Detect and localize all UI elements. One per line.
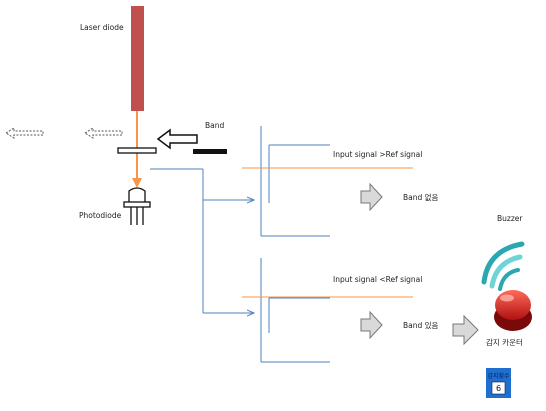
input-lt-ref-label: Input signal <Ref signal [333, 275, 422, 284]
buzzer-label: Buzzer [497, 214, 523, 223]
comparator-lower [260, 258, 330, 363]
photodiode-label: Photodiode [79, 211, 122, 220]
input-gt-ref-label: Input signal >Ref signal [333, 150, 422, 159]
band-label: Band [205, 121, 224, 130]
counter-value: 6 [496, 384, 501, 393]
result-arrow-present [360, 310, 383, 340]
to-buzzer-arrow [452, 314, 479, 346]
band-motion-arrow-far [5, 127, 44, 139]
band-plate [117, 147, 157, 154]
buzzer-icon [481, 241, 532, 331]
signal-lines [150, 168, 254, 313]
counter-title: 감지횟수 [487, 372, 510, 380]
band-motion-arrow-near [84, 127, 123, 139]
detect-counter-display: 감지횟수 6 [486, 368, 511, 398]
band-direction-arrow [156, 128, 198, 150]
laser-diode-label: Laser diode [80, 23, 124, 32]
detect-counter-label: 감지 카운터 [486, 337, 523, 347]
laser-beam-arrowhead [132, 178, 142, 188]
result-arrow-absent [360, 182, 383, 212]
band-present-label: Band 있음 [403, 321, 439, 330]
band-absent-label: Band 없음 [403, 193, 439, 202]
band-piece [193, 149, 227, 154]
laser-diode [131, 6, 144, 111]
comparator-upper [260, 126, 330, 237]
photodiode [123, 187, 151, 225]
